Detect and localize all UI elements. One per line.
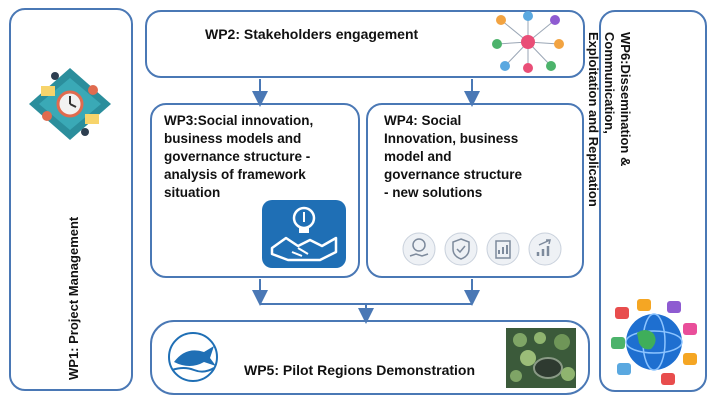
wp3-line2: business models and bbox=[164, 131, 302, 146]
wp6-line2: Communication, bbox=[602, 32, 617, 134]
wp2-label: WP2: Stakeholders engagement bbox=[205, 26, 419, 42]
money-hand-icon bbox=[402, 232, 436, 266]
wp3-line5: situation bbox=[164, 185, 221, 200]
wp4-line2: Innovation, business bbox=[384, 131, 519, 146]
wp3-line4: analysis of framework bbox=[164, 167, 306, 182]
wp5-box: WP5: Pilot Regions Demonstration bbox=[150, 320, 590, 395]
wp1-box: WP1: Project Management bbox=[9, 8, 133, 391]
project-management-illustration bbox=[29, 68, 111, 140]
wp1-label: WP1: Project Management bbox=[66, 216, 81, 380]
wp3-line3: governance structure - bbox=[164, 149, 311, 164]
wp4-line3: model and bbox=[384, 149, 452, 164]
fish-logo-icon bbox=[168, 332, 218, 382]
lightbulb-handshake-icon bbox=[262, 200, 346, 268]
wp6-line3: Exploitation and Replication bbox=[586, 32, 601, 207]
wp4-line5: - new solutions bbox=[384, 185, 483, 200]
wp3-line1: WP3:Social innovation, bbox=[164, 113, 314, 128]
stakeholders-network-icon bbox=[492, 11, 564, 73]
wp4-line4: governance structure bbox=[384, 167, 523, 182]
wp4-line1: WP4: Social bbox=[384, 113, 462, 128]
wp2-box: WP2: Stakeholders engagement bbox=[145, 10, 585, 78]
wp6-line1: WP6:Dissemination & bbox=[618, 32, 633, 167]
document-chart-icon bbox=[486, 232, 520, 266]
wp6-box: WP6:Dissemination & Communication, Explo… bbox=[586, 10, 707, 392]
shield-check-icon bbox=[444, 232, 478, 266]
globe-apps-icon bbox=[611, 299, 697, 385]
wp4-box: WP4: Social Innovation, business model a… bbox=[366, 103, 584, 278]
growth-chart-icon bbox=[528, 232, 562, 266]
wp3-box: WP3:Social innovation, business models a… bbox=[150, 103, 360, 278]
algae-photo bbox=[506, 328, 576, 388]
wp5-label: WP5: Pilot Regions Demonstration bbox=[244, 362, 476, 378]
